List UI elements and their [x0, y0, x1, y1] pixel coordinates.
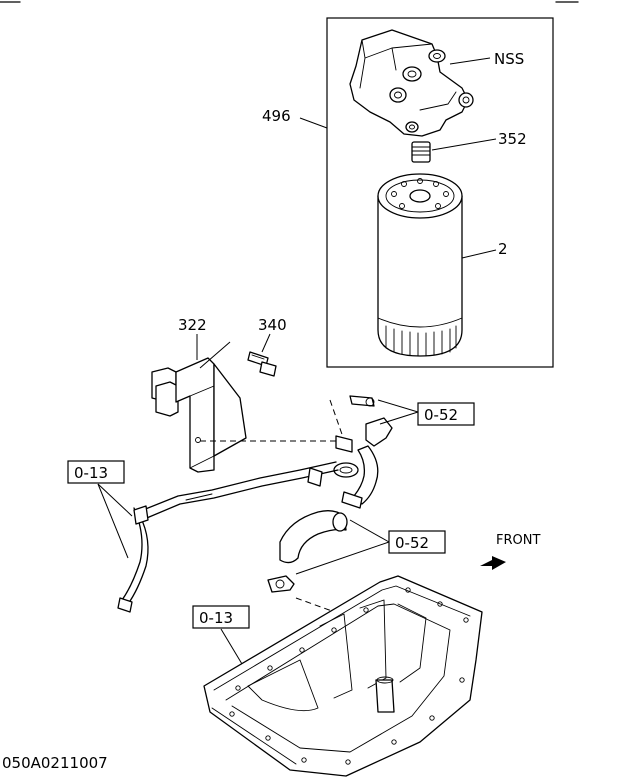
- label-nss: NSS: [494, 50, 524, 68]
- label-340: 340: [258, 316, 287, 334]
- front-indicator: FRONT: [480, 533, 540, 570]
- front-arrow-icon: [480, 556, 506, 570]
- filter-nipple[interactable]: [411, 141, 431, 163]
- label-2: 2: [498, 240, 508, 258]
- filter-assembly-group: NSS 352 2: [299, 17, 554, 368]
- lower-hose[interactable]: [267, 510, 348, 593]
- label-front: FRONT: [496, 533, 540, 548]
- dipstick-guide[interactable]: [117, 461, 339, 613]
- filter-cartridge[interactable]: [377, 173, 463, 357]
- bracket[interactable]: [151, 357, 247, 473]
- label-322: 322: [178, 316, 207, 334]
- ref-box-013-pan[interactable]: [192, 605, 250, 629]
- oil-pan[interactable]: [203, 575, 483, 777]
- label-013-left: 0-13: [74, 464, 108, 482]
- filter-head[interactable]: [349, 29, 474, 137]
- label-052-upper: 0-52: [424, 406, 458, 424]
- drawing-code: 050A0211007: [2, 754, 108, 772]
- label-013-pan: 0-13: [199, 609, 233, 627]
- upper-fittings[interactable]: [333, 395, 393, 509]
- ref-box-052-upper[interactable]: [417, 402, 475, 426]
- bolt-340[interactable]: [247, 351, 277, 377]
- label-496: 496: [262, 107, 291, 125]
- filter-assembly-box: [326, 17, 554, 368]
- label-052-lower: 0-52: [395, 534, 429, 552]
- ref-box-013-left[interactable]: [67, 460, 125, 484]
- label-352: 352: [498, 130, 527, 148]
